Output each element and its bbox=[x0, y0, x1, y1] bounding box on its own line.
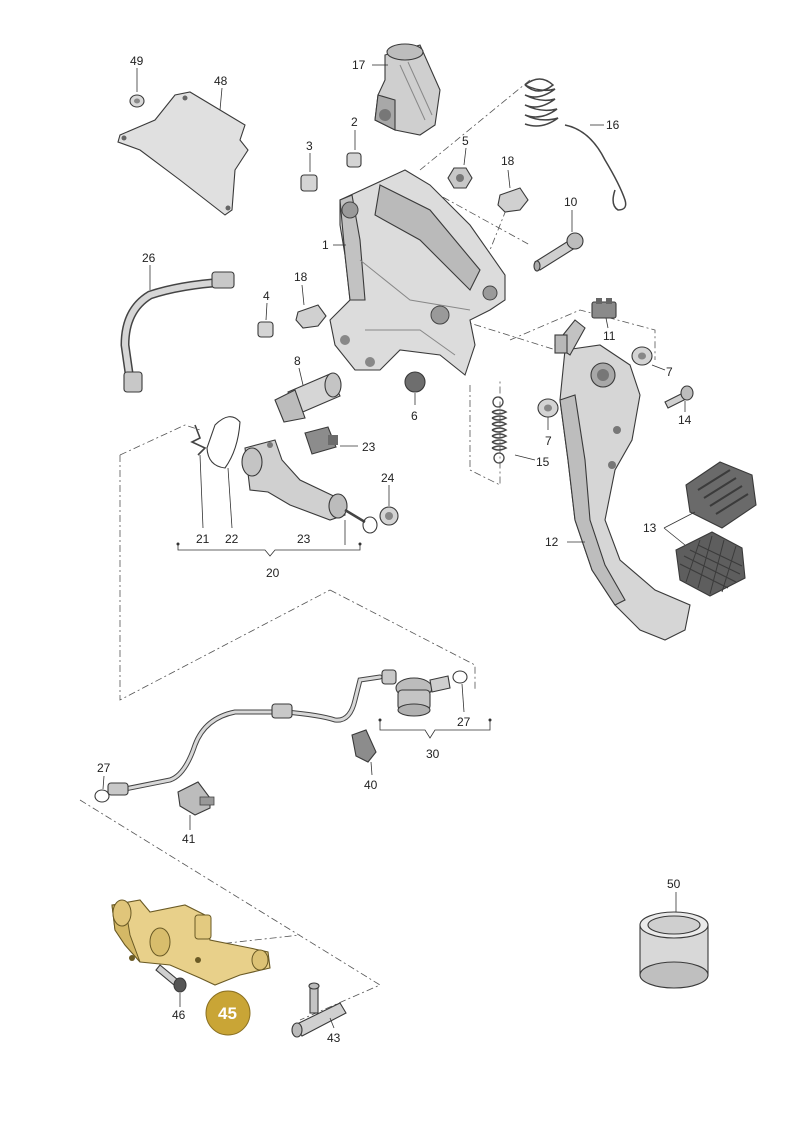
callout-48: 48 bbox=[214, 74, 228, 88]
part-1-pedal-bracket[interactable] bbox=[329, 169, 506, 376]
part-21-retaining-clip[interactable] bbox=[190, 424, 207, 456]
callout-21: 21 bbox=[196, 532, 210, 546]
part-40-holder[interactable] bbox=[351, 729, 377, 763]
part-18-clip-upper[interactable] bbox=[497, 187, 529, 213]
callout-badge-45: 45 bbox=[205, 990, 251, 1036]
part-15-tension-spring[interactable] bbox=[491, 396, 508, 464]
part-41-clamp[interactable] bbox=[177, 781, 215, 816]
callout-2: 2 bbox=[351, 115, 358, 129]
part-17-mounting-block[interactable] bbox=[374, 43, 441, 136]
callout-40: 40 bbox=[364, 778, 378, 792]
callout-3: 3 bbox=[306, 139, 313, 153]
callout-49: 49 bbox=[130, 54, 144, 68]
callout-17: 17 bbox=[352, 58, 366, 72]
part-46-bolt[interactable] bbox=[155, 964, 187, 993]
callout-12: 12 bbox=[545, 535, 559, 549]
callout-26: 26 bbox=[142, 251, 156, 265]
callout-5: 5 bbox=[462, 134, 469, 148]
callout-11: 11 bbox=[603, 329, 616, 343]
callout-4: 4 bbox=[263, 289, 270, 303]
part-45-highlighted-cylinder[interactable] bbox=[111, 899, 271, 986]
part-30-bleeder-connector[interactable] bbox=[381, 669, 451, 717]
callout-24: 24 bbox=[381, 471, 395, 485]
callout-30: 30 bbox=[426, 747, 440, 761]
callout-20: 20 bbox=[266, 566, 280, 580]
part-7-bushing-right[interactable] bbox=[631, 346, 653, 366]
part-12-clutch-pedal[interactable] bbox=[554, 319, 691, 641]
part-14-bolt[interactable] bbox=[664, 385, 694, 409]
part-24-bushing[interactable] bbox=[379, 506, 399, 526]
part-18-clip-lower[interactable] bbox=[295, 304, 327, 329]
callout-6: 6 bbox=[411, 409, 418, 423]
part-10-bolt[interactable] bbox=[533, 232, 584, 272]
part-7-bushing-left[interactable] bbox=[537, 398, 559, 418]
part-4-bushing[interactable] bbox=[257, 321, 274, 338]
callout-1: 1 bbox=[322, 238, 329, 252]
callout-13: 13 bbox=[643, 521, 657, 535]
callout-50: 50 bbox=[667, 877, 681, 891]
callout-10: 10 bbox=[564, 195, 578, 209]
callout-46: 46 bbox=[172, 1008, 186, 1022]
part-3-bushing[interactable] bbox=[300, 174, 318, 192]
part-6-cap[interactable] bbox=[404, 371, 426, 393]
callout-27-right: 27 bbox=[457, 715, 471, 729]
part-13-pedal-pad-upper[interactable] bbox=[685, 461, 757, 529]
callout-43: 43 bbox=[327, 1031, 341, 1045]
part-48-cover-plate[interactable] bbox=[117, 91, 249, 216]
part-50-sleeve[interactable] bbox=[639, 911, 709, 989]
part-8-pivot-sleeve[interactable] bbox=[274, 372, 342, 423]
part-27-o-ring-right[interactable] bbox=[452, 670, 468, 684]
callout-14: 14 bbox=[678, 413, 692, 427]
part-clutch-line[interactable] bbox=[107, 674, 383, 796]
part-23-sensor[interactable] bbox=[304, 426, 338, 455]
callout-41: 41 bbox=[182, 832, 196, 846]
part-11-pedal-switch[interactable] bbox=[591, 298, 617, 319]
part-22-gasket[interactable] bbox=[206, 416, 241, 469]
callout-45: 45 bbox=[218, 1004, 237, 1023]
callout-15: 15 bbox=[536, 455, 550, 469]
part-43-t-connector[interactable] bbox=[291, 982, 347, 1038]
part-20-master-cylinder-assembly[interactable] bbox=[241, 439, 378, 534]
part-49-nut[interactable] bbox=[129, 94, 145, 108]
part-27-o-ring-left[interactable] bbox=[94, 789, 110, 803]
callout-16: 16 bbox=[606, 118, 620, 132]
part-26-clutch-hose[interactable] bbox=[120, 271, 235, 393]
part-16-return-spring[interactable] bbox=[524, 78, 627, 211]
part-5-nut[interactable] bbox=[447, 167, 473, 189]
callout-7-left: 7 bbox=[545, 434, 552, 448]
part-2-bushing[interactable] bbox=[346, 152, 362, 168]
callout-18-lower: 18 bbox=[294, 270, 308, 284]
callout-23-assembly: 23 bbox=[297, 532, 311, 546]
part-13-pedal-pad-lower[interactable] bbox=[675, 531, 746, 597]
callout-18-upper: 18 bbox=[501, 154, 515, 168]
callout-27-left: 27 bbox=[97, 761, 111, 775]
callout-8: 8 bbox=[294, 354, 301, 368]
callout-22: 22 bbox=[225, 532, 239, 546]
callout-7-right: 7 bbox=[666, 365, 673, 379]
callout-23-sensor: 23 bbox=[362, 440, 376, 454]
